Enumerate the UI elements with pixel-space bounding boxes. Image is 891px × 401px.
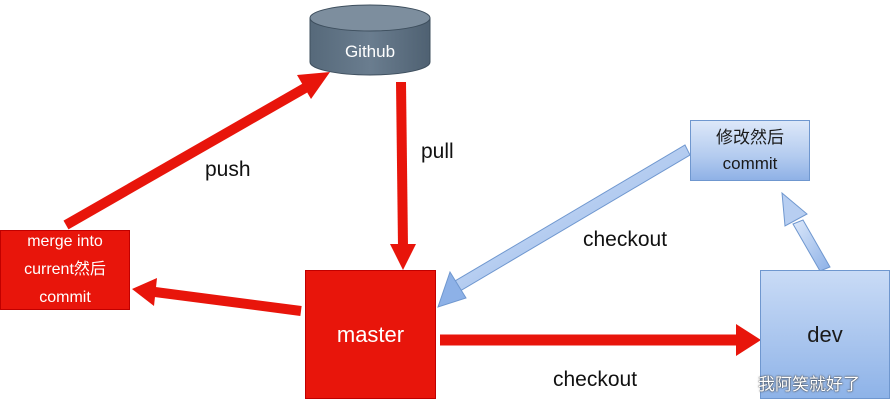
modify-line-1: 修改然后 [716, 127, 784, 147]
master-label: master [336, 321, 405, 347]
master-to-merge-arrow [132, 278, 302, 316]
dev-label: dev [807, 321, 843, 347]
dev-node: dev [760, 270, 890, 399]
modify-line-2: commit [722, 153, 778, 173]
push-label: push [205, 158, 251, 181]
merge-line-3: commit [39, 289, 91, 306]
modify-commit-node: 修改然后 commit [690, 120, 810, 181]
pull-arrow [390, 81, 416, 270]
pull-label: pull [421, 140, 454, 163]
push-arrow [63, 72, 330, 230]
checkout-label-dev-to-master: checkout [583, 228, 668, 251]
modify-to-master-arrow [437, 144, 691, 308]
merge-line-2: current然后 [24, 261, 106, 278]
merge-line-1: merge into [27, 233, 103, 250]
watermark-text: 我阿笑就好了 [758, 375, 860, 394]
dev-to-modify-arrow [781, 191, 831, 272]
master-node: master [305, 270, 436, 399]
github-label: Github [344, 42, 396, 61]
github-database-icon [309, 4, 431, 76]
merge-commit-node: merge into current然后 commit [0, 230, 130, 310]
master-to-dev-arrow [440, 324, 761, 356]
checkout-label-master-to-dev: checkout [553, 368, 638, 391]
